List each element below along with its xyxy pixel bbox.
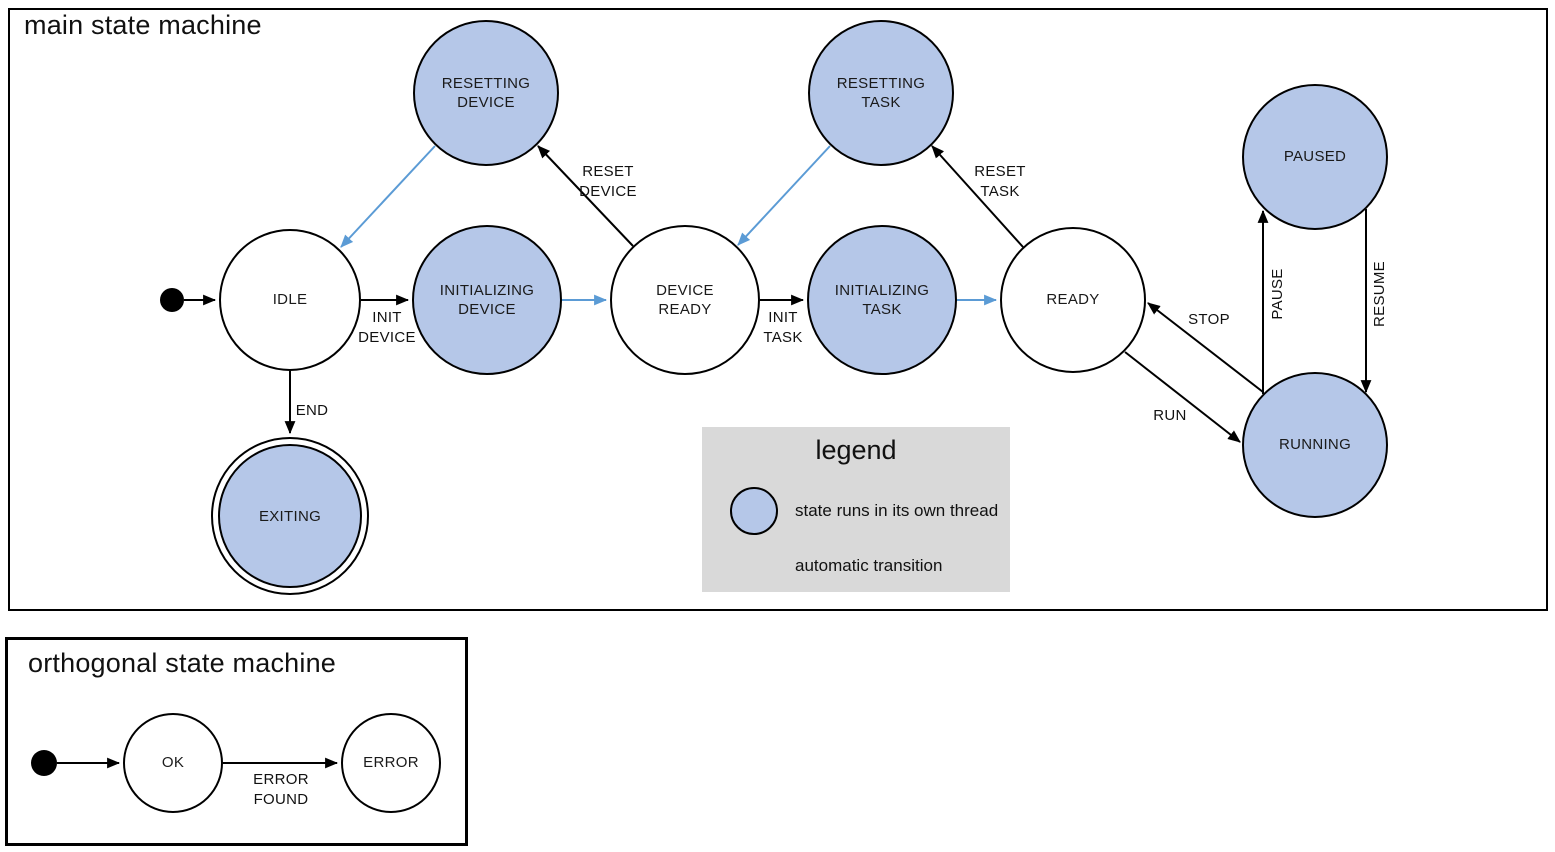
state-device-ready: DEVICE READY xyxy=(610,225,760,375)
orthogonal-panel-title: orthogonal state machine xyxy=(28,648,336,678)
state-idle: IDLE xyxy=(219,229,361,371)
state-initializing-task-label: INITIALIZING TASK xyxy=(834,281,930,319)
state-ready: READY xyxy=(1000,227,1146,373)
orthogonal-state-machine-panel xyxy=(5,637,468,846)
state-error-label: ERROR xyxy=(363,754,419,772)
state-device-ready-label: DEVICE READY xyxy=(656,281,714,319)
state-initializing-device-label: INITIALIZING DEVICE xyxy=(439,281,535,319)
state-exiting-label: EXITING xyxy=(258,507,322,525)
state-initializing-task: INITIALIZING TASK xyxy=(807,225,957,375)
state-error: ERROR xyxy=(341,713,441,813)
transition-label-resume: RESUME xyxy=(1370,261,1388,327)
state-initializing-device: INITIALIZING DEVICE xyxy=(412,225,562,375)
transition-label-init-device: INIT DEVICE xyxy=(358,308,416,346)
state-exiting-final-ring: EXITING xyxy=(211,437,369,595)
state-resetting-device: RESETTING DEVICE xyxy=(413,20,559,166)
main-state-machine-panel xyxy=(8,8,1548,611)
state-ok-label: OK xyxy=(161,754,185,772)
main-panel-title: main state machine xyxy=(24,10,262,40)
state-idle-label: IDLE xyxy=(272,291,308,309)
transition-label-stop: STOP xyxy=(1188,310,1230,328)
transition-label-reset-device: RESET DEVICE xyxy=(579,162,637,200)
state-paused-label: PAUSED xyxy=(1283,148,1347,166)
transition-label-end: END xyxy=(295,401,329,419)
state-ok: OK xyxy=(123,713,223,813)
state-exiting: EXITING xyxy=(218,444,362,588)
state-ready-label: READY xyxy=(1046,291,1100,309)
transition-label-reset-task: RESET TASK xyxy=(974,162,1026,200)
initial-state-dot-main xyxy=(160,288,184,312)
state-running: RUNNING xyxy=(1242,372,1388,518)
transition-label-run: RUN xyxy=(1153,406,1187,424)
transition-label-error-found: ERROR FOUND xyxy=(253,770,309,808)
legend-threaded-state-swatch xyxy=(730,487,778,535)
transition-label-init-task: INIT TASK xyxy=(763,308,803,346)
state-resetting-device-label: RESETTING DEVICE xyxy=(441,74,531,112)
state-resetting-task-label: RESETTING TASK xyxy=(836,74,926,112)
state-resetting-task: RESETTING TASK xyxy=(808,20,954,166)
legend-threaded-state-label: state runs in its own thread xyxy=(795,501,999,520)
initial-state-dot-ortho xyxy=(31,750,57,776)
transition-label-pause: PAUSE xyxy=(1268,268,1286,320)
legend-title: legend xyxy=(815,435,897,465)
legend-automatic-transition-label: automatic transition xyxy=(795,556,943,575)
state-paused: PAUSED xyxy=(1242,84,1388,230)
state-running-label: RUNNING xyxy=(1278,436,1352,454)
